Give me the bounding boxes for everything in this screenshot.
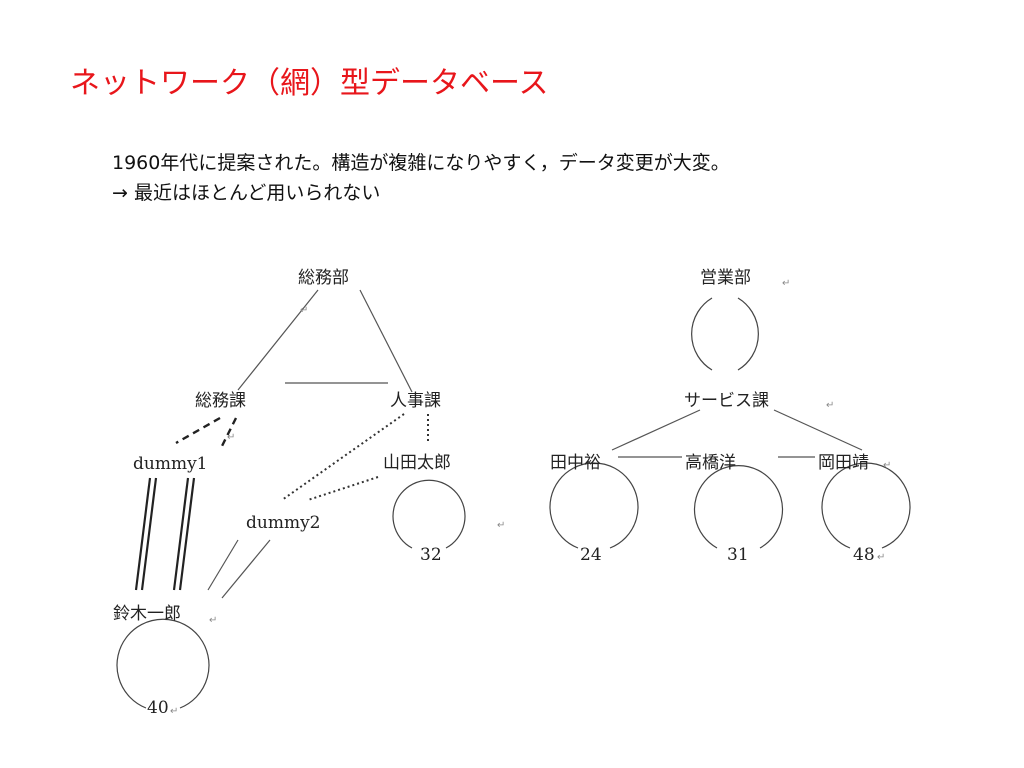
- loop-suzuki: [116, 618, 210, 709]
- node-okada: 岡田靖: [818, 453, 869, 473]
- description: 1960年代に提案された。構造が複雑になりやすく，データ変更が大変。 → 最近は…: [112, 148, 730, 208]
- node-jinjika: 人事課: [390, 391, 441, 411]
- node-servicka: サービス課: [684, 391, 769, 411]
- edge-yamada-dummy2: [307, 476, 379, 501]
- return-mark: ↵: [782, 278, 790, 289]
- edge-soumuka-dummy1-b: [220, 417, 238, 447]
- return-mark: ↵: [497, 520, 505, 531]
- slide-title: ネットワーク（網）型データベース: [70, 66, 549, 101]
- node-soumubu: 総務部: [298, 268, 349, 288]
- return-mark: ↵: [209, 615, 217, 626]
- loop-eigyoubu-left: [691, 297, 713, 371]
- description-line-1: 1960年代に提案された。構造が複雑になりやすく，データ変更が大変。: [112, 152, 730, 174]
- loop-okada: [821, 462, 911, 549]
- value-okada: 48: [853, 545, 875, 565]
- value-takahashi: 31: [727, 545, 749, 565]
- edge-dummy2-suzuki-a: [207, 539, 239, 591]
- return-mark: ↵: [300, 305, 308, 316]
- edge-servicka-tanaka: [611, 409, 701, 451]
- return-mark: ↵: [227, 432, 235, 443]
- edge-soumubu-jinjika: [359, 289, 413, 393]
- return-mark: ↵: [877, 552, 885, 563]
- value-yamada: 32: [420, 545, 442, 565]
- node-soumuka: 総務課: [195, 391, 246, 411]
- node-dummy2: dummy2: [246, 513, 321, 533]
- return-mark: ↵: [826, 400, 834, 411]
- edge-dummy1-suzuki-2b: [178, 477, 196, 591]
- loop-eigyoubu-right: [737, 297, 759, 371]
- edge-dummy1-suzuki-1b: [140, 477, 158, 591]
- node-yamada: 山田太郎: [383, 453, 451, 473]
- value-suzuki: 40: [147, 698, 169, 718]
- edge-dummy1-suzuki-2a: [172, 477, 190, 591]
- edge-soumubu-soumuka: [237, 289, 319, 391]
- edge-dummy2-suzuki-b: [221, 539, 271, 599]
- edge-dummy1-suzuki-1a: [134, 477, 152, 591]
- return-mark: ↵: [883, 460, 891, 471]
- return-mark: ↵: [170, 706, 178, 717]
- loop-takahashi: [693, 465, 784, 549]
- node-dummy1: dummy1: [133, 454, 208, 474]
- loop-tanaka: [549, 462, 639, 549]
- node-takahashi: 高橋洋: [685, 453, 736, 473]
- value-tanaka: 24: [580, 545, 602, 565]
- description-line-2: → 最近はほとんど用いられない: [112, 182, 381, 204]
- node-suzuki: 鈴木一郎: [113, 604, 181, 624]
- edge-soumuka-dummy1-a: [175, 416, 221, 445]
- loop-yamada: [392, 479, 466, 549]
- node-eigyoubu: 営業部: [700, 268, 751, 288]
- node-tanaka: 田中裕: [550, 453, 601, 473]
- edge-servicka-okada: [773, 409, 863, 451]
